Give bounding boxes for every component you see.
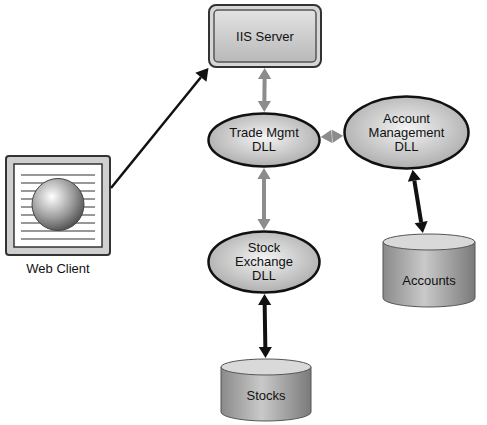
node-label: Web Client bbox=[8, 262, 108, 276]
dll-ellipse: Account Management DLL bbox=[343, 95, 470, 170]
node-label: Accounts bbox=[384, 274, 474, 288]
node-label: IIS Server bbox=[215, 30, 315, 44]
connector-arrow bbox=[262, 79, 266, 101]
database-cylinder: Accounts bbox=[382, 233, 476, 308]
connector-arrow bbox=[414, 181, 421, 222]
database-cylinder: Stocks bbox=[220, 358, 312, 422]
dll-ellipse: Stock Exchange DLL bbox=[207, 230, 321, 294]
connector-arrow bbox=[330, 134, 335, 138]
node-label: Stock Exchange DLL bbox=[229, 241, 299, 283]
cylinder-outline bbox=[382, 233, 476, 308]
connector-arrow bbox=[263, 305, 268, 347]
connector-arrow bbox=[111, 77, 201, 188]
node-label: Stocks bbox=[221, 389, 311, 403]
client-box: Web Client bbox=[5, 155, 111, 256]
node-label: Trade Mgmt DLL bbox=[224, 126, 304, 154]
server-box: IIS Server bbox=[208, 4, 322, 68]
client-outline bbox=[5, 155, 111, 256]
dll-ellipse: Trade Mgmt DLL bbox=[207, 112, 321, 168]
node-label: Account Management DLL bbox=[366, 112, 448, 154]
connector-arrow bbox=[262, 179, 266, 219]
